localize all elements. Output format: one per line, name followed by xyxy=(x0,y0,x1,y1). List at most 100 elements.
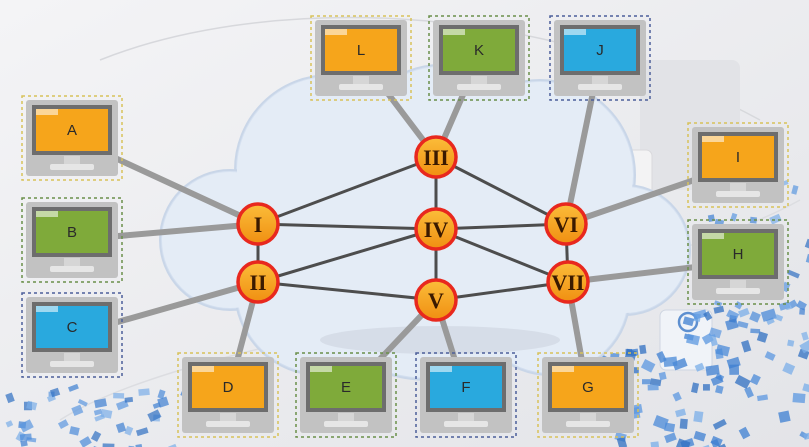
deco-tile xyxy=(710,438,720,447)
hub-links xyxy=(256,155,570,302)
hub-v: V xyxy=(414,278,458,322)
monitor-neck xyxy=(220,413,236,421)
deco-tile xyxy=(702,384,710,391)
terminal-c: C xyxy=(21,292,123,378)
hub-link-iv-vii xyxy=(435,227,569,284)
deco-tile xyxy=(734,301,743,310)
deco-tile xyxy=(694,362,705,372)
deco-tile xyxy=(799,308,806,315)
deco-tile xyxy=(801,331,809,341)
deco-tile xyxy=(799,339,809,354)
terminal-l: L xyxy=(310,15,412,101)
deco-tile xyxy=(5,420,14,428)
hub-link-v-vii xyxy=(435,280,569,302)
monitor-base xyxy=(716,288,760,294)
deco-tile xyxy=(26,400,38,411)
monitor-base xyxy=(457,84,501,90)
monitor-base xyxy=(50,361,94,367)
monitor-base xyxy=(50,266,94,272)
monitor-neck xyxy=(580,413,596,421)
terminal-dashed-border xyxy=(21,197,123,283)
hub-label: III xyxy=(423,145,449,170)
terminal-g: G xyxy=(537,352,639,438)
monitor-base xyxy=(50,164,94,170)
deco-tile xyxy=(672,391,682,402)
hub-circle xyxy=(236,260,280,304)
deco-tile xyxy=(147,409,162,422)
deco-tile xyxy=(692,309,708,320)
hub-label: VII xyxy=(551,270,584,295)
deco-tile xyxy=(682,316,695,327)
monitor-base xyxy=(716,191,760,197)
hub-circle xyxy=(236,202,280,246)
monitor-tab xyxy=(702,233,724,239)
deco-tile xyxy=(102,443,115,447)
monitor-screen xyxy=(702,136,774,178)
monitor-neck xyxy=(64,258,80,266)
monitor-base xyxy=(444,421,488,427)
monitor-neck xyxy=(64,353,80,361)
hub-link-ii-iv xyxy=(257,227,437,284)
monitor-base xyxy=(206,421,250,427)
deco-tile xyxy=(672,357,688,371)
deco-tile xyxy=(726,309,740,321)
deco-tile xyxy=(679,418,688,429)
deco-tile xyxy=(642,379,651,385)
terminal-label: F xyxy=(461,379,470,396)
hub-iii: III xyxy=(414,135,458,179)
deco-tile xyxy=(756,331,769,343)
deco-tile xyxy=(713,305,725,314)
hub-link-ii-v xyxy=(257,280,437,302)
monitor-tab xyxy=(430,366,452,372)
deco-tile xyxy=(715,385,724,394)
monitor-base xyxy=(566,421,610,427)
hub-label: VI xyxy=(554,212,578,237)
deco-tile xyxy=(787,339,795,347)
hub-vi: VI xyxy=(544,202,588,246)
deco-tile xyxy=(792,392,806,404)
deco-tile xyxy=(664,432,677,444)
deco-tile xyxy=(725,318,739,331)
deco-tile xyxy=(115,422,127,434)
monitor-base xyxy=(339,84,383,90)
deco-tile xyxy=(663,356,678,368)
terminal-b: B xyxy=(21,197,123,283)
deco-tile xyxy=(774,314,784,322)
terminal-dashed-border xyxy=(687,122,789,208)
terminal-dashed-border xyxy=(537,352,639,438)
monitor-tab xyxy=(702,136,724,142)
deco-tile xyxy=(652,414,669,430)
terminal-d: D xyxy=(177,352,279,438)
hub-link-i-iv xyxy=(257,222,437,231)
monitor-screen xyxy=(325,29,397,71)
deco-tile xyxy=(77,398,88,407)
deco-tile xyxy=(19,419,34,433)
monitor-base xyxy=(324,421,368,427)
deco-tile xyxy=(664,422,676,433)
hub-iv: IV xyxy=(414,207,458,251)
monitor-tab xyxy=(36,306,58,312)
terminal-i: I xyxy=(687,122,789,208)
terminal-j: J xyxy=(549,15,651,101)
terminal-label: E xyxy=(341,379,351,396)
deco-tile xyxy=(708,327,722,339)
terminal-label: H xyxy=(733,246,744,263)
monitor-tab xyxy=(564,29,586,35)
terminal-a: A xyxy=(21,95,123,181)
monitor-neck xyxy=(338,413,354,421)
deco-tile xyxy=(738,307,750,318)
hub-i: I xyxy=(236,202,280,246)
deco-tile xyxy=(640,359,656,373)
deco-tile xyxy=(79,436,92,447)
hub-circle xyxy=(546,260,590,304)
deco-tile xyxy=(693,430,707,442)
deco-tile xyxy=(760,308,777,322)
monitor-screen xyxy=(36,306,108,348)
terminal-label: D xyxy=(223,379,234,396)
monitor-neck xyxy=(730,280,746,288)
terminal-label: K xyxy=(474,42,484,59)
cloud-fill xyxy=(162,67,688,378)
